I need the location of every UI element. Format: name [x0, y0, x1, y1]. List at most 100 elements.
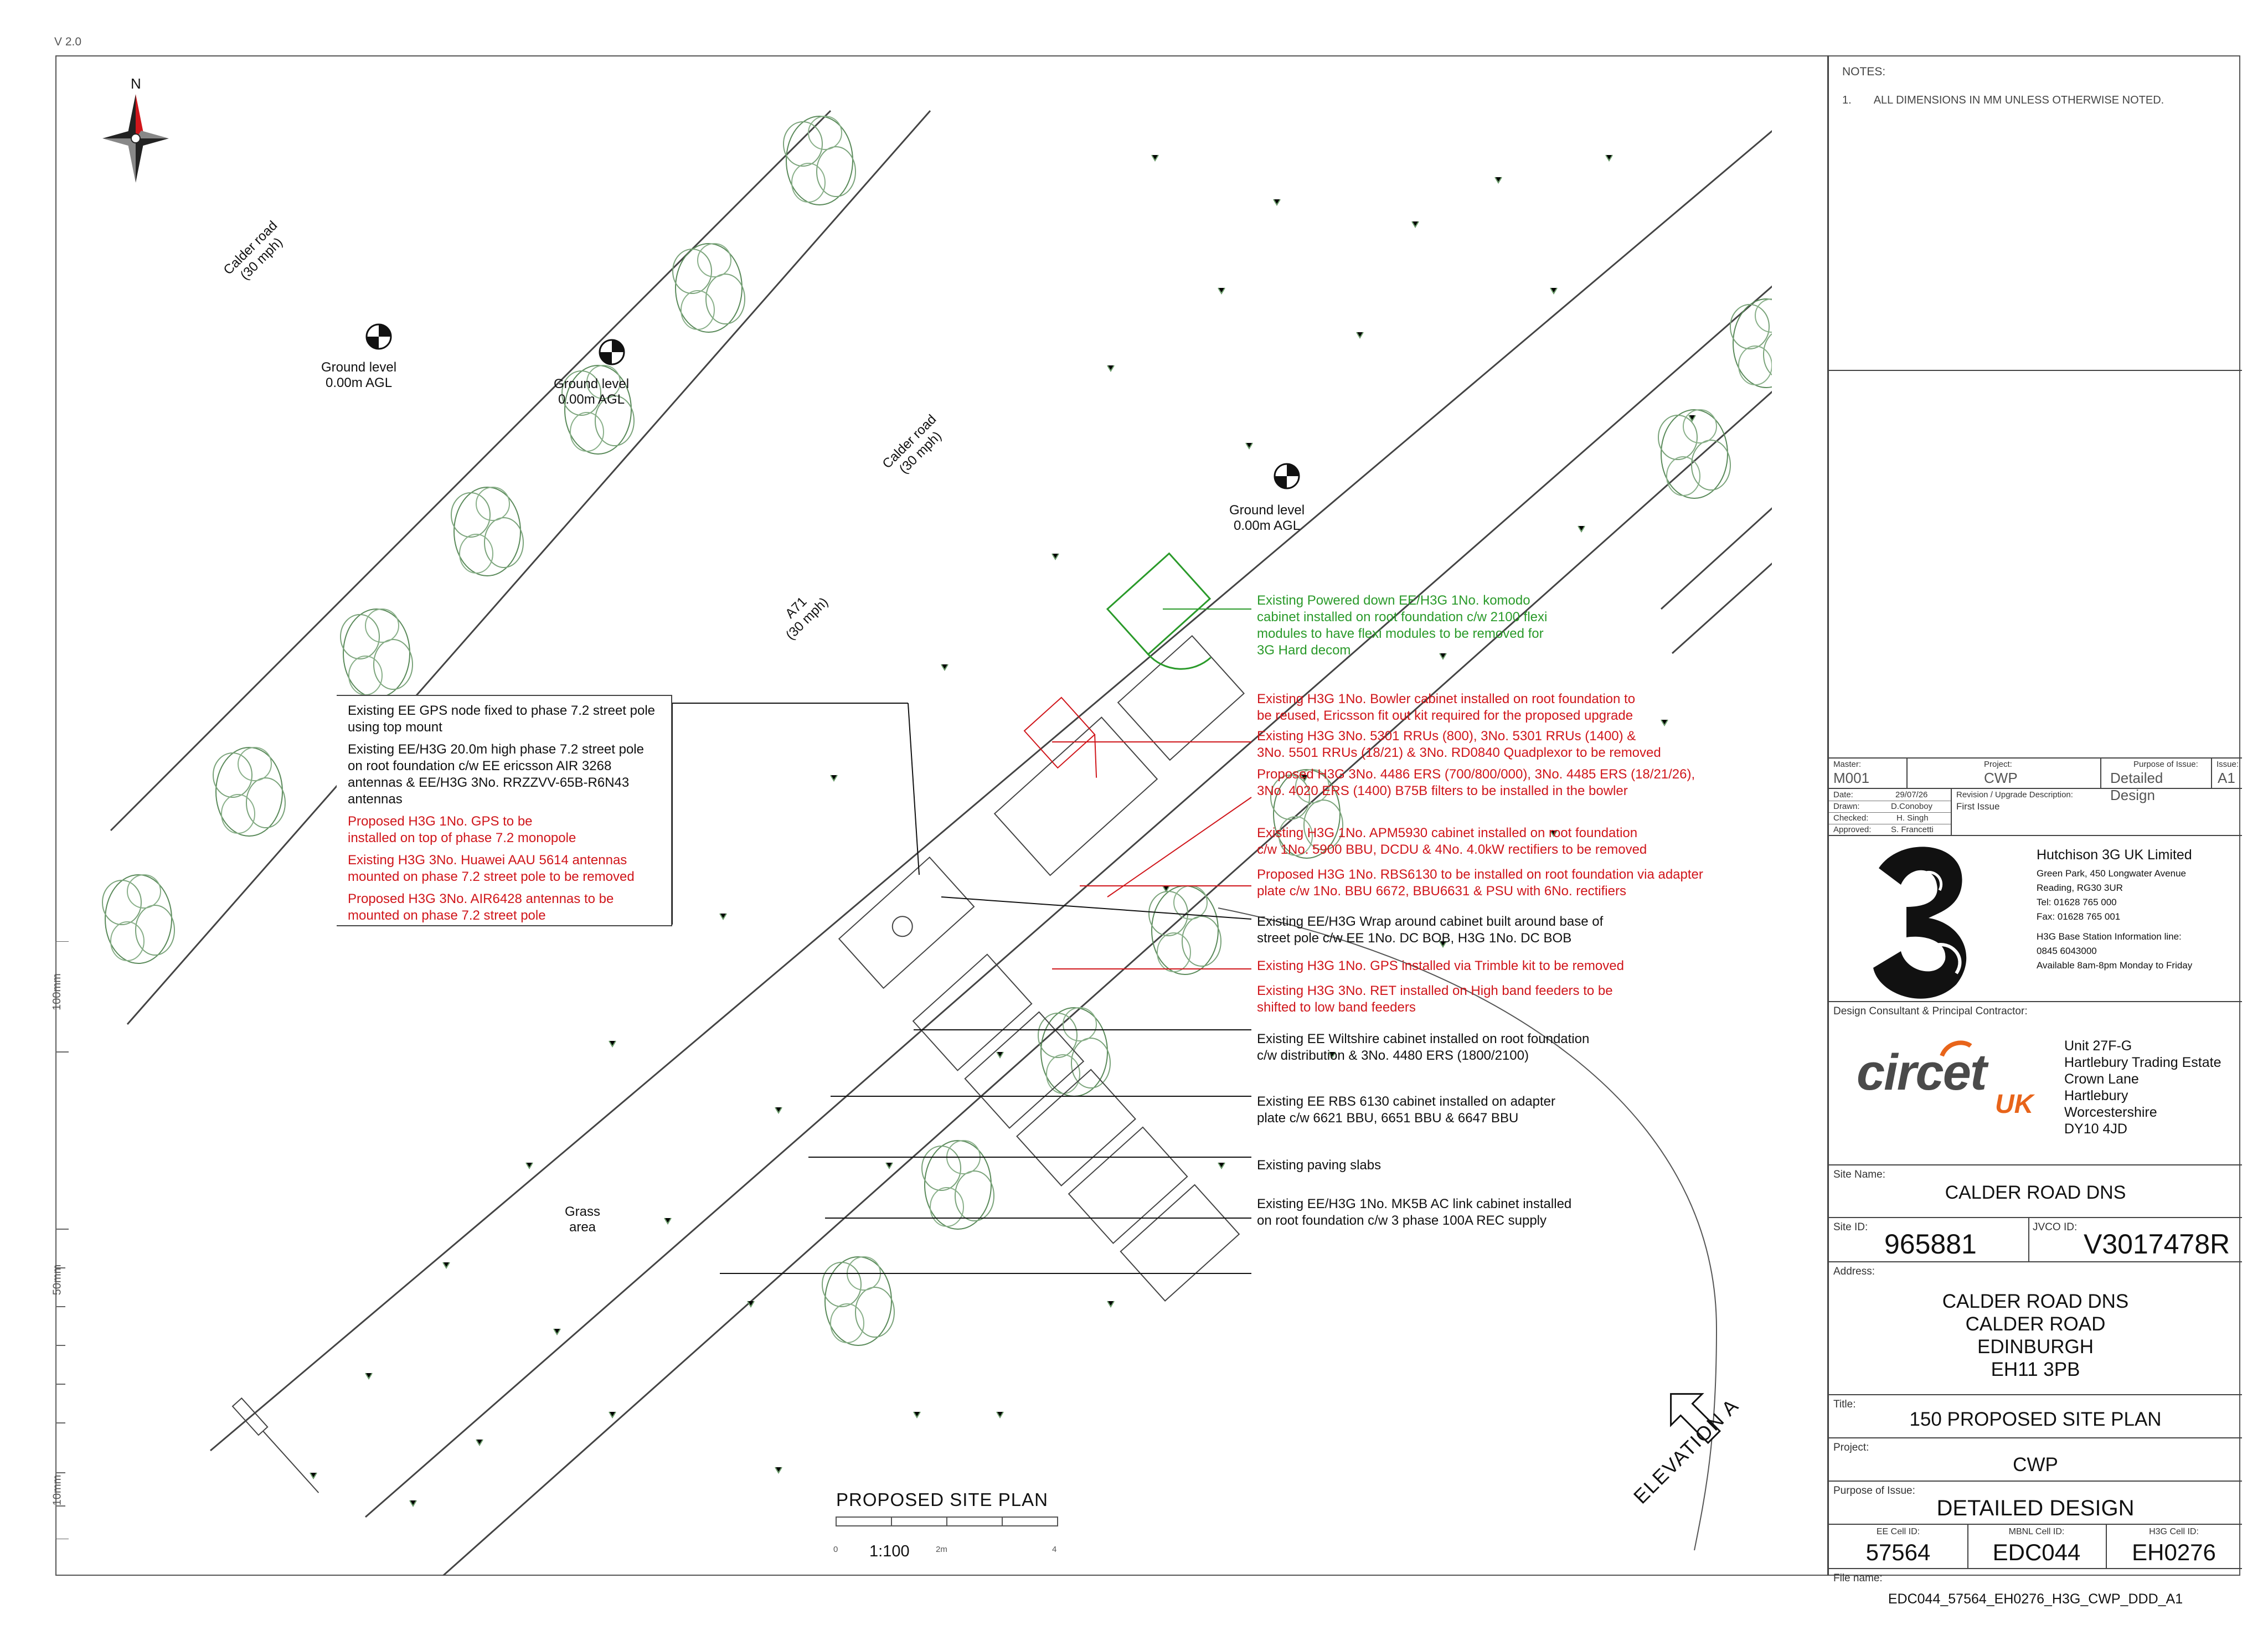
client-hours: Available 8am-8pm Monday to Friday	[2037, 960, 2193, 971]
date-label: Date:	[1833, 790, 1853, 799]
revision-description-value: First Issue	[1956, 801, 2000, 812]
grass-area-label: Grass area	[565, 1204, 601, 1235]
site-id-label: Site ID:	[1833, 1221, 1868, 1233]
blank-section	[1829, 371, 2242, 759]
address-section: Address: CALDER ROAD DNS CALDER ROAD EDI…	[1829, 1262, 2242, 1395]
drawing-frame	[55, 55, 2240, 1576]
master-label: Master:	[1833, 760, 1862, 769]
project-2-value: CWP	[2013, 1454, 2058, 1476]
drawn-value: D.Conoboy	[1891, 802, 1933, 811]
h3g-cell-value: EH0276	[2132, 1539, 2216, 1565]
client-phone: 0845 6043000	[2037, 946, 2097, 956]
plan-title: PROPOSED SITE PLAN	[836, 1489, 1048, 1510]
project-2-label: Project:	[1833, 1442, 1869, 1453]
annotation-paving: Existing paving slabs	[1257, 1158, 1382, 1173]
compass-north-label: N	[131, 75, 141, 92]
ee-cell: EE Cell ID: 57564	[1829, 1525, 1968, 1569]
date-value: 29/07/26	[1895, 790, 1928, 799]
purpose-value: Detailed Design	[2110, 770, 2163, 803]
purpose-2-value: DETAILED DESIGN	[1936, 1496, 2135, 1520]
drawn-label: Drawn:	[1833, 802, 1860, 811]
h3g-cell-label: H3G Cell ID:	[2149, 1527, 2199, 1536]
site-id-cell: Site ID: 965881	[1829, 1218, 2029, 1262]
revision-approved-row: Approved: S. Francetti	[1829, 824, 1951, 835]
annotation-rbs6130-existing: Existing EE RBS 6130 cabinet installed o…	[1257, 1094, 1556, 1126]
three-logo-icon	[1873, 847, 1967, 999]
cell-ids-section: EE Cell ID: 57564 MBNL Cell ID: EDC044 H…	[1829, 1525, 2242, 1569]
site-plan: N Calder road (30 mph) Calder road (30 m…	[55, 55, 1827, 1576]
annotation-air6428: Proposed H3G 3No. AIR6428 antennas to be…	[348, 891, 614, 923]
annotation-rbs6130-proposed: Proposed H3G 1No. RBS6130 to be installe…	[1257, 867, 1703, 899]
annotation-proposed-gps: Proposed H3G 1No. GPS to be installed on…	[348, 814, 576, 845]
annotation-rrus: Existing H3G 3No. 5301 RRUs (800), 3No. …	[1257, 729, 1661, 760]
project-section: Project: CWP	[1829, 1438, 2242, 1482]
project-value: CWP	[1984, 770, 2018, 786]
client-address-2: Reading, RG30 3UR	[2037, 883, 2123, 893]
annotation-wiltshire: Existing EE Wiltshire cabinet installed …	[1257, 1031, 1590, 1063]
jvco-cell: JVCO ID: V3017478R	[2028, 1218, 2242, 1262]
mbnl-cell: MBNL Cell ID: EDC044	[1967, 1525, 2107, 1569]
file-value: EDC044_57564_EH0276_H3G_CWP_DDD_A1	[1888, 1591, 2183, 1607]
note-number: 1.	[1842, 94, 1852, 106]
revision-table: Date: 29/07/26 Drawn: D.Conoboy Checked:…	[1829, 789, 1952, 836]
jvco-value: V3017478R	[2084, 1229, 2230, 1260]
client-address-1: Green Park, 450 Longwater Avenue	[2037, 868, 2186, 879]
title-value: 150 PROPOSED SITE PLAN	[1909, 1409, 2162, 1430]
jvco-label: JVCO ID:	[2033, 1221, 2078, 1233]
issue-label: Issue:	[2217, 760, 2239, 769]
circet-logo-main: circet	[1857, 1044, 1987, 1101]
notes-section: NOTES: 1. ALL DIMENSIONS IN MM UNLESS OTH…	[1829, 55, 2242, 371]
client-tel: Tel: 01628 765 000	[2037, 897, 2117, 907]
mbnl-cell-label: MBNL Cell ID:	[2008, 1527, 2065, 1536]
annotation-gps-node: Existing EE GPS node fixed to phase 7.2 …	[348, 703, 655, 735]
checked-label: Checked:	[1833, 813, 1869, 823]
approved-value: S. Francetti	[1891, 825, 1934, 834]
north-arrow-icon	[102, 94, 169, 183]
file-section: File name: EDC044_57564_EH0276_H3G_CWP_D…	[1829, 1569, 2242, 1630]
annotation-bowler: Existing H3G 1No. Bowler cabinet install…	[1257, 692, 1636, 723]
annotation-wrap-cabinet: Existing EE/H3G Wrap around cabinet buil…	[1257, 914, 1604, 946]
annotation-mk5b: Existing EE/H3G 1No. MK5B AC link cabine…	[1257, 1196, 1572, 1228]
annotation-komodo: Existing Powered down EE/H3G 1No. komodo…	[1257, 593, 1548, 658]
client-section: 3 Hutchison 3G UK Limited Green Park, 45…	[1829, 836, 2242, 1002]
site-name-label: Site Name:	[1833, 1169, 1885, 1180]
project-cell: Project: CWP	[1906, 759, 2101, 789]
version-label: V 2.0	[54, 35, 82, 48]
h3g-cell: H3G Cell ID: EH0276	[2106, 1525, 2242, 1569]
ground-level-label: Ground level 0.00m AGL	[554, 376, 630, 407]
consultant-label: Design Consultant & Principal Contractor…	[1833, 1005, 2028, 1017]
circet-logo: circet UK	[1857, 1040, 2039, 1119]
left-annotation-box: Existing EE GPS node fixed to phase 7.2 …	[337, 695, 672, 926]
ground-level-label: Ground level 0.00m AGL	[1229, 503, 1305, 533]
plan-scale-ratio: 1:100	[869, 1543, 910, 1560]
plan-scale-tick: 4	[1052, 1545, 1057, 1554]
revision-description-label: Revision / Upgrade Description:	[1956, 790, 2073, 799]
client-fax: Fax: 01628 765 001	[2037, 911, 2121, 922]
site-name-section: Site Name: CALDER ROAD DNS	[1829, 1165, 2242, 1218]
revision-date-row: Date: 29/07/26	[1829, 789, 1951, 801]
annotation-gps-trimble: Existing H3G 1No. GPS installed via Trim…	[1257, 958, 1624, 973]
ee-cell-label: EE Cell ID:	[1876, 1527, 1920, 1536]
site-name-value: CALDER ROAD DNS	[1945, 1182, 2126, 1203]
plan-scale-tick: 0	[833, 1545, 838, 1554]
site-id-section: Site ID: 965881 JVCO ID: V3017478R	[1829, 1218, 2242, 1262]
annotation-street-pole: Existing EE/H3G 20.0m high phase 7.2 str…	[348, 742, 644, 807]
circet-logo-sub: UK	[1995, 1090, 2034, 1119]
purpose-cell: Purpose of Issue: Detailed Design	[2100, 759, 2212, 803]
notes-title: NOTES:	[1842, 65, 1886, 78]
circet-swoosh-icon	[1940, 1040, 1972, 1057]
address-label: Address:	[1833, 1266, 1875, 1277]
file-label: File name:	[1833, 1572, 1883, 1584]
annotation-ers: Proposed H3G 3No. 4486 ERS (700/800/000)…	[1257, 767, 1695, 798]
title-section: Title: 150 PROPOSED SITE PLAN	[1829, 1395, 2242, 1438]
note-text: ALL DIMENSIONS IN MM UNLESS OTHERWISE NO…	[1873, 94, 2164, 106]
annotation-ret: Existing H3G 3No. RET installed on High …	[1257, 983, 1613, 1015]
plan-scale-tick: 2m	[936, 1545, 947, 1554]
master-value: M001	[1833, 770, 1870, 786]
site-id-value: 965881	[1884, 1229, 1977, 1260]
header-row: Master: M001 Project: CWP Purpose of Iss…	[1829, 759, 2242, 803]
revision-section: Date: 29/07/26 Drawn: D.Conoboy Checked:…	[1829, 789, 2242, 836]
annotation-apm5930: Existing H3G 1No. APM5930 cabinet instal…	[1257, 826, 1647, 857]
title-block: NOTES: 1. ALL DIMENSIONS IN MM UNLESS OTH…	[1827, 55, 2242, 1607]
